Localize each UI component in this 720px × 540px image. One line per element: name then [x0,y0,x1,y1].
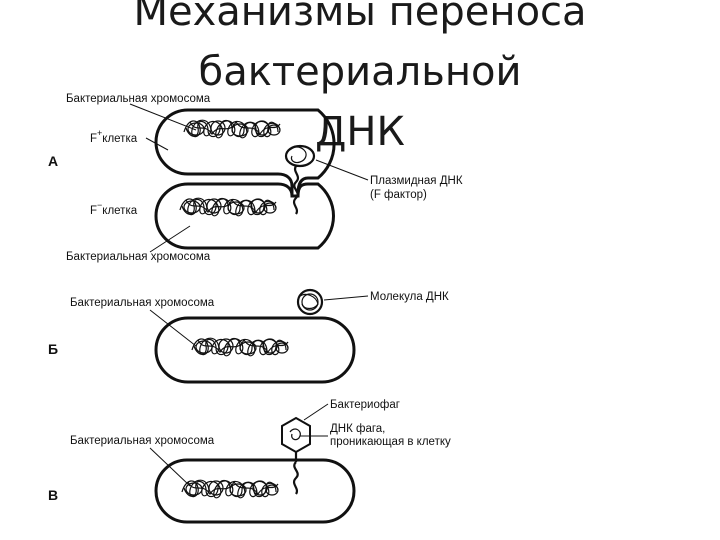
dna-molecule-label: Молекула ДНК [370,291,449,303]
panel-b-marker: Б [48,341,58,357]
plasmid-f-factor [284,144,316,215]
f-plus-cell-label: F+клетка [90,128,138,145]
panel-a: А Бактериальная хромосома F+клетка F−кле… [48,93,463,263]
b-chromosome-label: Бактериальная хромосома [70,297,215,309]
dna-molecule-leader [323,295,369,301]
panel-a-marker: А [48,153,58,169]
panel-c-cell-outline [154,458,356,524]
panel-c-chromosome [181,479,279,499]
a-bottom-chromosome-leader [149,225,191,253]
phage-leader [303,403,329,421]
f-minus-cell-label: F−клетка [90,200,138,217]
f-plus-leader [145,137,169,151]
panel-c: В Бактериофаг ДНК фага, проникающая в кл… [48,399,451,524]
slide-title: Механизмы переноса бактериальной ДНК [0,0,720,162]
panel-b: Б Молекула ДНК Бактериальная хромосома [48,288,449,384]
panel-b-cell-outline [154,316,356,384]
title-line-1: Механизмы переноса бактериальной [133,0,587,95]
f-minus-cell-outline [154,182,335,250]
f-plus-cell-outline [154,108,336,198]
f-minus-chromosome [179,197,277,217]
a-top-chromosome-label: Бактериальная хромосома [66,93,211,105]
panel-b-chromosome [191,337,289,357]
plasmid-leader [315,159,369,181]
c-chromosome-leader [149,447,191,487]
phage-label: Бактериофаг [330,399,400,411]
f-plus-chromosome [183,119,281,139]
phage-dna-label-line-1: ДНК фага, [330,423,385,435]
a-top-chromosome-leader [129,103,197,131]
free-dna-molecule [296,288,324,316]
a-bottom-chromosome-label: Бактериальная хромосома [66,251,211,263]
bacteriophage [281,416,311,495]
c-chromosome-label: Бактериальная хромосома [70,435,215,447]
plasmid-label-line-1: Плазмидная ДНК [370,175,463,187]
b-chromosome-leader [149,309,197,347]
plasmid-label-line-2: (F фактор) [370,189,427,201]
phage-dna-label-line-2: проникающая в клетку [330,436,451,448]
panel-c-marker: В [48,487,58,503]
title-line-2: ДНК [315,109,405,155]
